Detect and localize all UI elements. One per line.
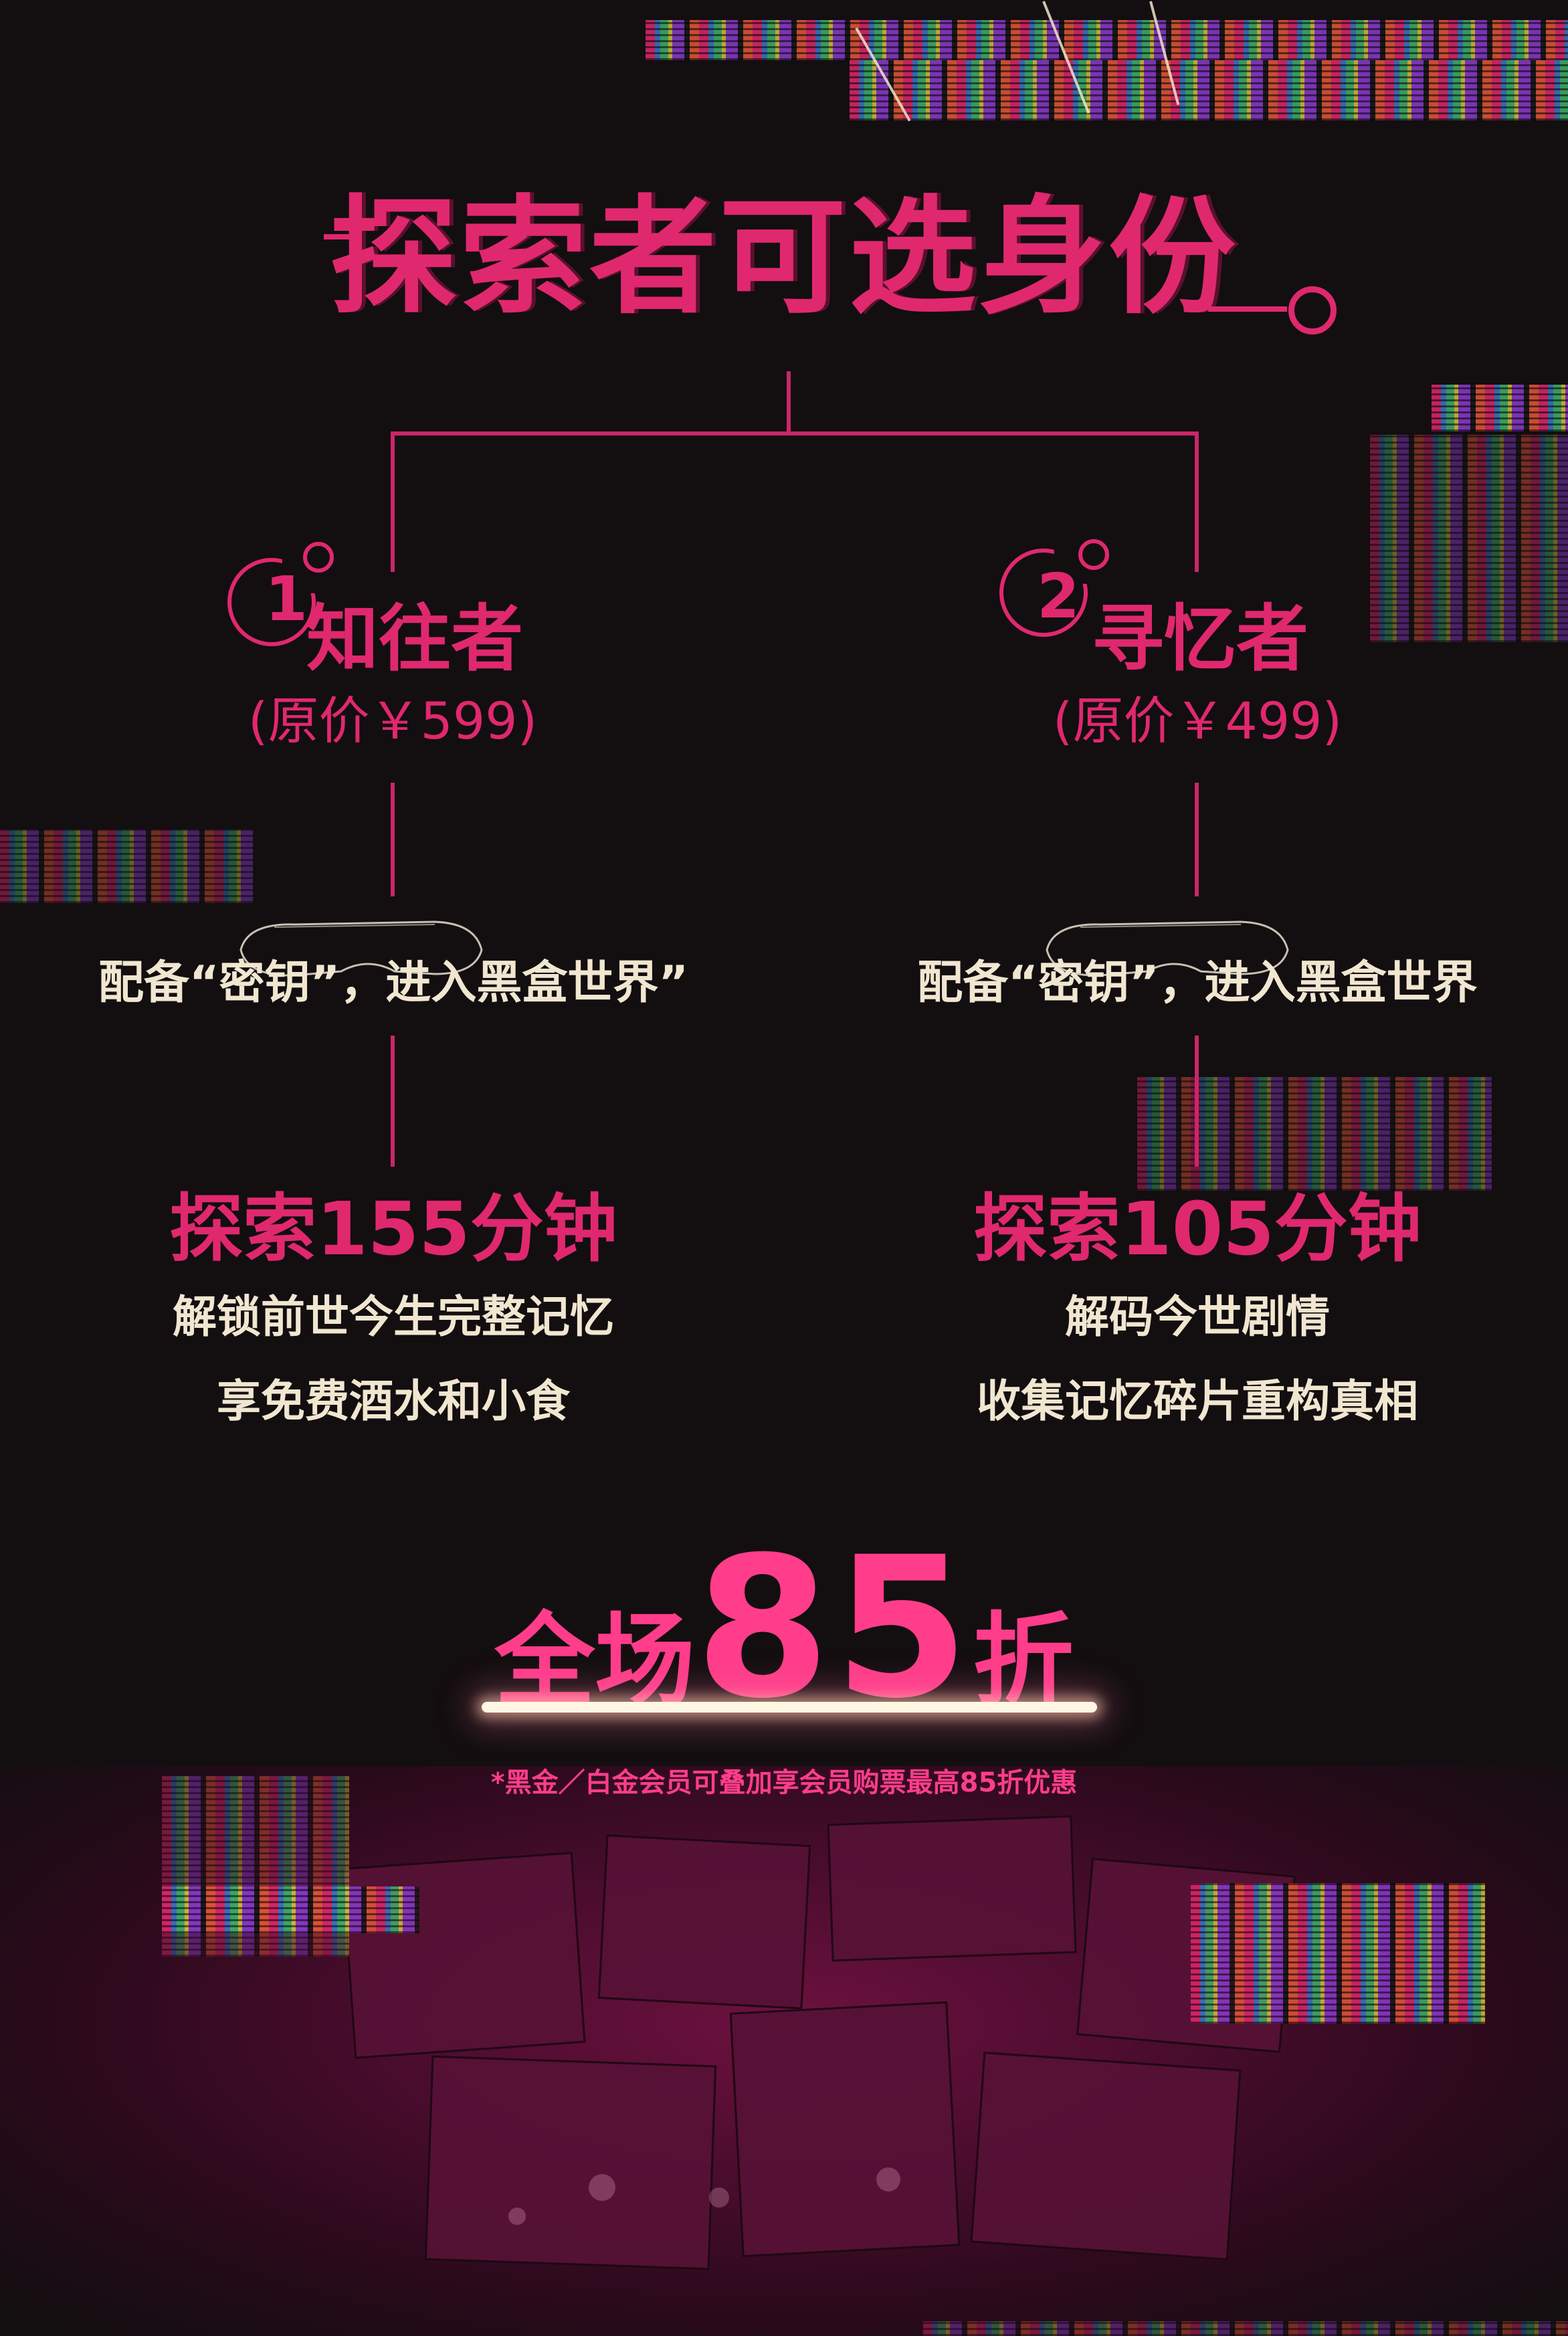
identity-explore-duration: 探索155分钟	[169, 1186, 617, 1272]
identity-price: (原价￥499)	[1052, 691, 1343, 751]
identity-explore-duration: 探索105分钟	[973, 1186, 1422, 1272]
number-circle-icon	[227, 558, 316, 646]
identity-perk: 解码今世剧情	[1065, 1291, 1330, 1343]
identity-equipment: 配备“密钥”，进入黑盒世界	[917, 957, 1478, 1009]
member-discount-note: *黑金／白金会员可叠加享会员购票最高85折优惠	[490, 1767, 1078, 1798]
title-left-dash	[324, 234, 353, 239]
number-circle-dot	[303, 542, 334, 573]
tree-branch	[391, 431, 1199, 435]
discount-suffix: 折	[973, 1603, 1074, 1719]
photo-wall-background	[0, 1766, 1568, 2336]
bokeh-light	[589, 2174, 615, 2201]
identity-name: 寻忆者	[1092, 597, 1309, 681]
tree-stem	[787, 371, 791, 434]
right-connector-2	[1195, 1036, 1199, 1167]
photo-frame	[341, 1852, 586, 2059]
glitch-band-left	[0, 830, 254, 903]
glitch-band-mid-right	[1137, 1077, 1492, 1191]
photo-frame	[597, 1834, 811, 2010]
photo-frame	[827, 1815, 1077, 1962]
glitch-band-bottom-right	[1191, 1883, 1485, 2024]
identity-price: (原价￥599)	[248, 691, 538, 751]
left-connector-1	[391, 783, 395, 896]
bokeh-light	[876, 2167, 900, 2192]
glitch-band-bottom	[923, 2321, 1568, 2336]
vr-goggles-icon	[239, 920, 483, 977]
identity-number: 2	[1037, 561, 1080, 632]
tree-right-drop	[1195, 431, 1199, 572]
glitch-band-top-2	[850, 60, 1568, 120]
identity-name: 知往者	[306, 597, 524, 681]
discount-prefix: 全场	[494, 1603, 696, 1719]
identity-number: 1	[265, 563, 308, 635]
glitch-band-right	[1432, 385, 1568, 431]
bokeh-light	[508, 2208, 526, 2225]
discount-glow-underline	[482, 1702, 1097, 1713]
title-right-dash	[1208, 306, 1287, 312]
right-connector-1	[1195, 783, 1199, 896]
discount-number: 85	[695, 1516, 973, 1741]
number-circle-icon	[999, 549, 1088, 637]
number-circle-dot	[1078, 539, 1109, 570]
photo-frame	[424, 2055, 717, 2270]
identity-perk: 收集记忆碎片重构真相	[977, 1375, 1418, 1427]
photo-frame	[729, 2001, 961, 2258]
vr-goggles-icon	[1046, 920, 1289, 977]
discount-banner: 全场85折	[0, 1532, 1568, 1726]
page-title: 探索者可选身份	[329, 183, 1238, 331]
glitch-band-bottom-left-2	[162, 1886, 419, 1933]
left-connector-2	[391, 1036, 395, 1167]
glitch-band-top	[646, 20, 1568, 60]
bokeh-light	[709, 2187, 729, 2208]
identity-perk: 解锁前世今生完整记忆	[173, 1291, 614, 1343]
tree-left-drop	[391, 431, 395, 572]
identity-equipment: 配备“密钥”，进入黑盒世界”	[98, 957, 689, 1009]
photo-frame	[970, 2051, 1242, 2261]
title-circle-icon	[1288, 286, 1337, 334]
glitch-band-right-2	[1370, 435, 1568, 642]
identity-perk: 享免费酒水和小食	[217, 1375, 570, 1427]
